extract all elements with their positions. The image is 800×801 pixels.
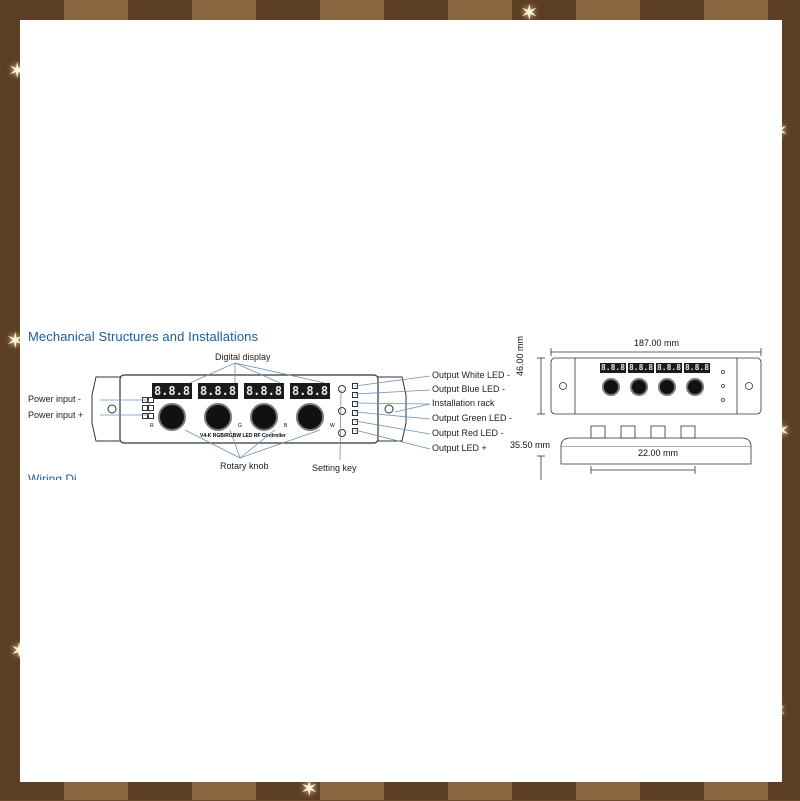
side-view-display: 8.8.8 — [628, 363, 654, 373]
label-output-white: Output White LED - — [432, 370, 511, 380]
digital-display-segment: 8.8.8 — [152, 383, 192, 399]
side-view-knob — [658, 378, 676, 396]
diagram-panel: Mechanical Structures and Installations … — [20, 20, 782, 782]
device-model-label: V4-K RGB/RGBW LED RF Controller — [200, 433, 286, 439]
knob-letter: W — [330, 423, 335, 429]
power-terminal-block — [148, 397, 154, 419]
side-view-display: 8.8.8 — [684, 363, 710, 373]
label-output-led-plus: Output LED + — [432, 443, 487, 453]
side-view-knob — [630, 378, 648, 396]
label-power-input-minus: Power input - — [28, 394, 82, 404]
cut-off-section-title: Wiring Di... — [28, 472, 87, 480]
label-rotary-knob: Rotary knob — [220, 461, 269, 471]
side-view-display: 8.8.8 — [656, 363, 682, 373]
rotary-knob[interactable] — [296, 403, 324, 431]
label-output-red: Output Red LED - — [432, 428, 504, 438]
digital-display-segment: 8.8.8 — [244, 383, 284, 399]
side-view-knob — [686, 378, 704, 396]
setting-key[interactable] — [338, 407, 346, 415]
spark-decoration: ✶ — [520, 0, 539, 25]
rotary-knob[interactable] — [158, 403, 186, 431]
setting-key[interactable] — [338, 429, 346, 437]
label-setting-key: Setting key — [312, 463, 357, 473]
dimension-knob-span: 22.00 mm — [638, 448, 679, 458]
label-output-green: Output Green LED - — [432, 413, 513, 423]
knob-letter: B — [284, 423, 288, 429]
dimension-height: 46.00 mm — [515, 335, 525, 376]
digital-display-segment: 8.8.8 — [290, 383, 330, 399]
label-digital-display: Digital display — [215, 352, 271, 362]
knob-letter: R — [150, 423, 154, 429]
knob-letter: G — [238, 423, 242, 429]
label-power-input-plus: Power input + — [28, 410, 84, 420]
label-installation-rack: Installation rack — [432, 398, 495, 408]
dimension-drawing — [537, 348, 762, 480]
label-output-blue: Output Blue LED - — [432, 384, 506, 394]
rotary-knob[interactable] — [250, 403, 278, 431]
spark-decoration: ✶ — [300, 776, 319, 801]
digital-display-segment: 8.8.8 — [198, 383, 238, 399]
dimension-depth: 35.50 mm — [510, 440, 551, 450]
spark-decoration: ✶ — [6, 328, 25, 353]
setting-key[interactable] — [338, 385, 346, 393]
dimension-length: 187.00 mm — [634, 338, 680, 348]
rotary-knob[interactable] — [204, 403, 232, 431]
leader-lines — [100, 362, 431, 461]
side-view-knob — [602, 378, 620, 396]
side-view-display: 8.8.8 — [600, 363, 626, 373]
diagram-title: Mechanical Structures and Installations — [28, 329, 259, 344]
